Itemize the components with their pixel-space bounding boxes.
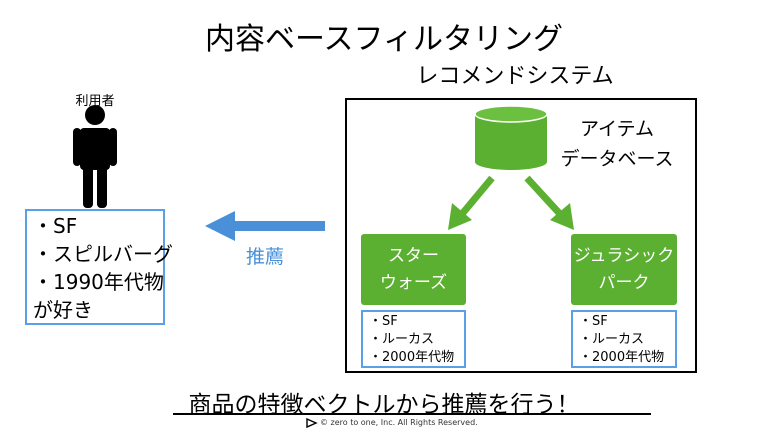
recommend-arrow-icon (205, 211, 325, 241)
database-label: アイテム データベース (552, 114, 682, 174)
item-feature: ・ルーカス (579, 332, 645, 347)
database-icon (474, 105, 548, 170)
recommend-system-frame (345, 98, 697, 373)
item-name-line: ウォーズ (379, 272, 448, 293)
user-preference-box: ・SF ・スピルバーグ ・1990年代物 が好き (25, 209, 173, 325)
database-label-line2: データベース (560, 148, 674, 170)
arrow-to-item-2-icon (524, 175, 574, 230)
item-feature: ・ルーカス (369, 332, 435, 347)
user-preference-item: ・1990年代物 (33, 270, 164, 294)
item-feature-box: ・SF ・ルーカス ・2000年代物 (571, 310, 677, 368)
item-feature-box: ・SF ・ルーカス ・2000年代物 (361, 310, 466, 368)
item-feature: ・SF (579, 314, 608, 329)
footer-underline (173, 413, 651, 415)
item-feature: ・SF (369, 314, 398, 329)
play-logo-icon (306, 417, 318, 429)
item-name-line: パーク (598, 272, 650, 293)
recommend-label: 推薦 (245, 246, 284, 268)
item-feature: ・2000年代物 (579, 350, 665, 365)
item-name-line: ジュラシック (573, 245, 675, 266)
copyright-text: © zero to one, Inc. All Rights Reserved. (320, 418, 478, 427)
user-preference-item: が好き (33, 298, 93, 322)
person-icon (73, 105, 117, 208)
arrow-to-item-1-icon (448, 175, 495, 230)
diagram-title: 内容ベースフィルタリング (205, 22, 563, 57)
user-preference-item: ・SF (33, 214, 78, 238)
item-name-line: スター (388, 245, 439, 266)
item-feature: ・2000年代物 (369, 350, 455, 365)
user-preference-item: ・スピルバーグ (33, 242, 173, 266)
database-label-line1: アイテム (579, 118, 655, 140)
item-box-jurassic-park: ジュラシック パーク (571, 234, 677, 305)
user-label: 利用者 (75, 94, 115, 109)
system-title: レコメンドシステム (416, 64, 614, 89)
item-box-star-wars: スター ウォーズ (361, 234, 466, 305)
